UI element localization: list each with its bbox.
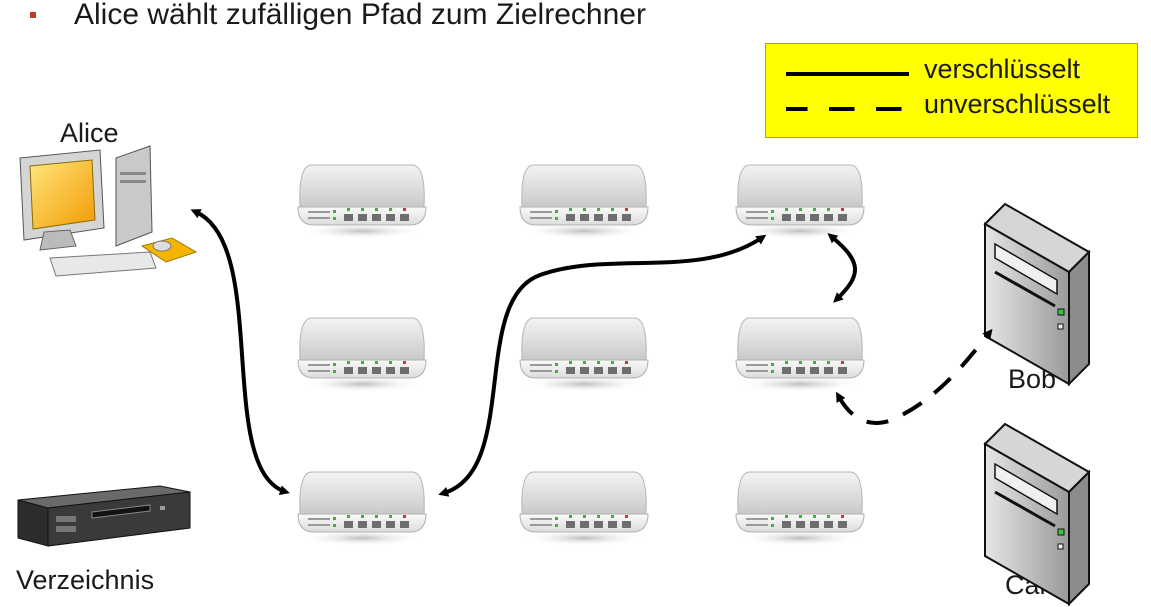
path-router-router [438, 234, 767, 497]
router-1-1 [297, 164, 427, 240]
router-3-3 [735, 471, 865, 547]
router-1-2 [519, 164, 649, 240]
directory-label: Verzeichnis [16, 565, 155, 595]
slide-bullet-text: Alice wählt zufälligen Pfad zum Zielrech… [74, 0, 646, 31]
alice-label: Alice [60, 118, 119, 148]
bullet-marker [30, 12, 36, 18]
bob-server-icon [983, 202, 1091, 386]
legend-dashed-label: unverschlüsselt [924, 89, 1111, 119]
directory-server-icon [17, 485, 191, 547]
legend-solid-label: verschlüsselt [924, 54, 1081, 84]
router-1-3 [735, 164, 865, 240]
router-3-2 [519, 471, 649, 547]
legend-solid-line [786, 72, 909, 76]
router-2-3 [735, 317, 865, 393]
router-2-1 [297, 317, 427, 393]
carol-server-icon [983, 422, 1091, 606]
path-alice-router [190, 209, 290, 495]
path-exit-bob [836, 328, 993, 425]
path-router-exit [827, 233, 857, 303]
router-2-2 [519, 317, 649, 393]
legend-dashed-line [786, 107, 909, 111]
alice-computer-icon [19, 145, 198, 277]
router-3-1 [297, 471, 427, 547]
legend-box: verschlüsselt unverschlüsselt [765, 43, 1138, 138]
